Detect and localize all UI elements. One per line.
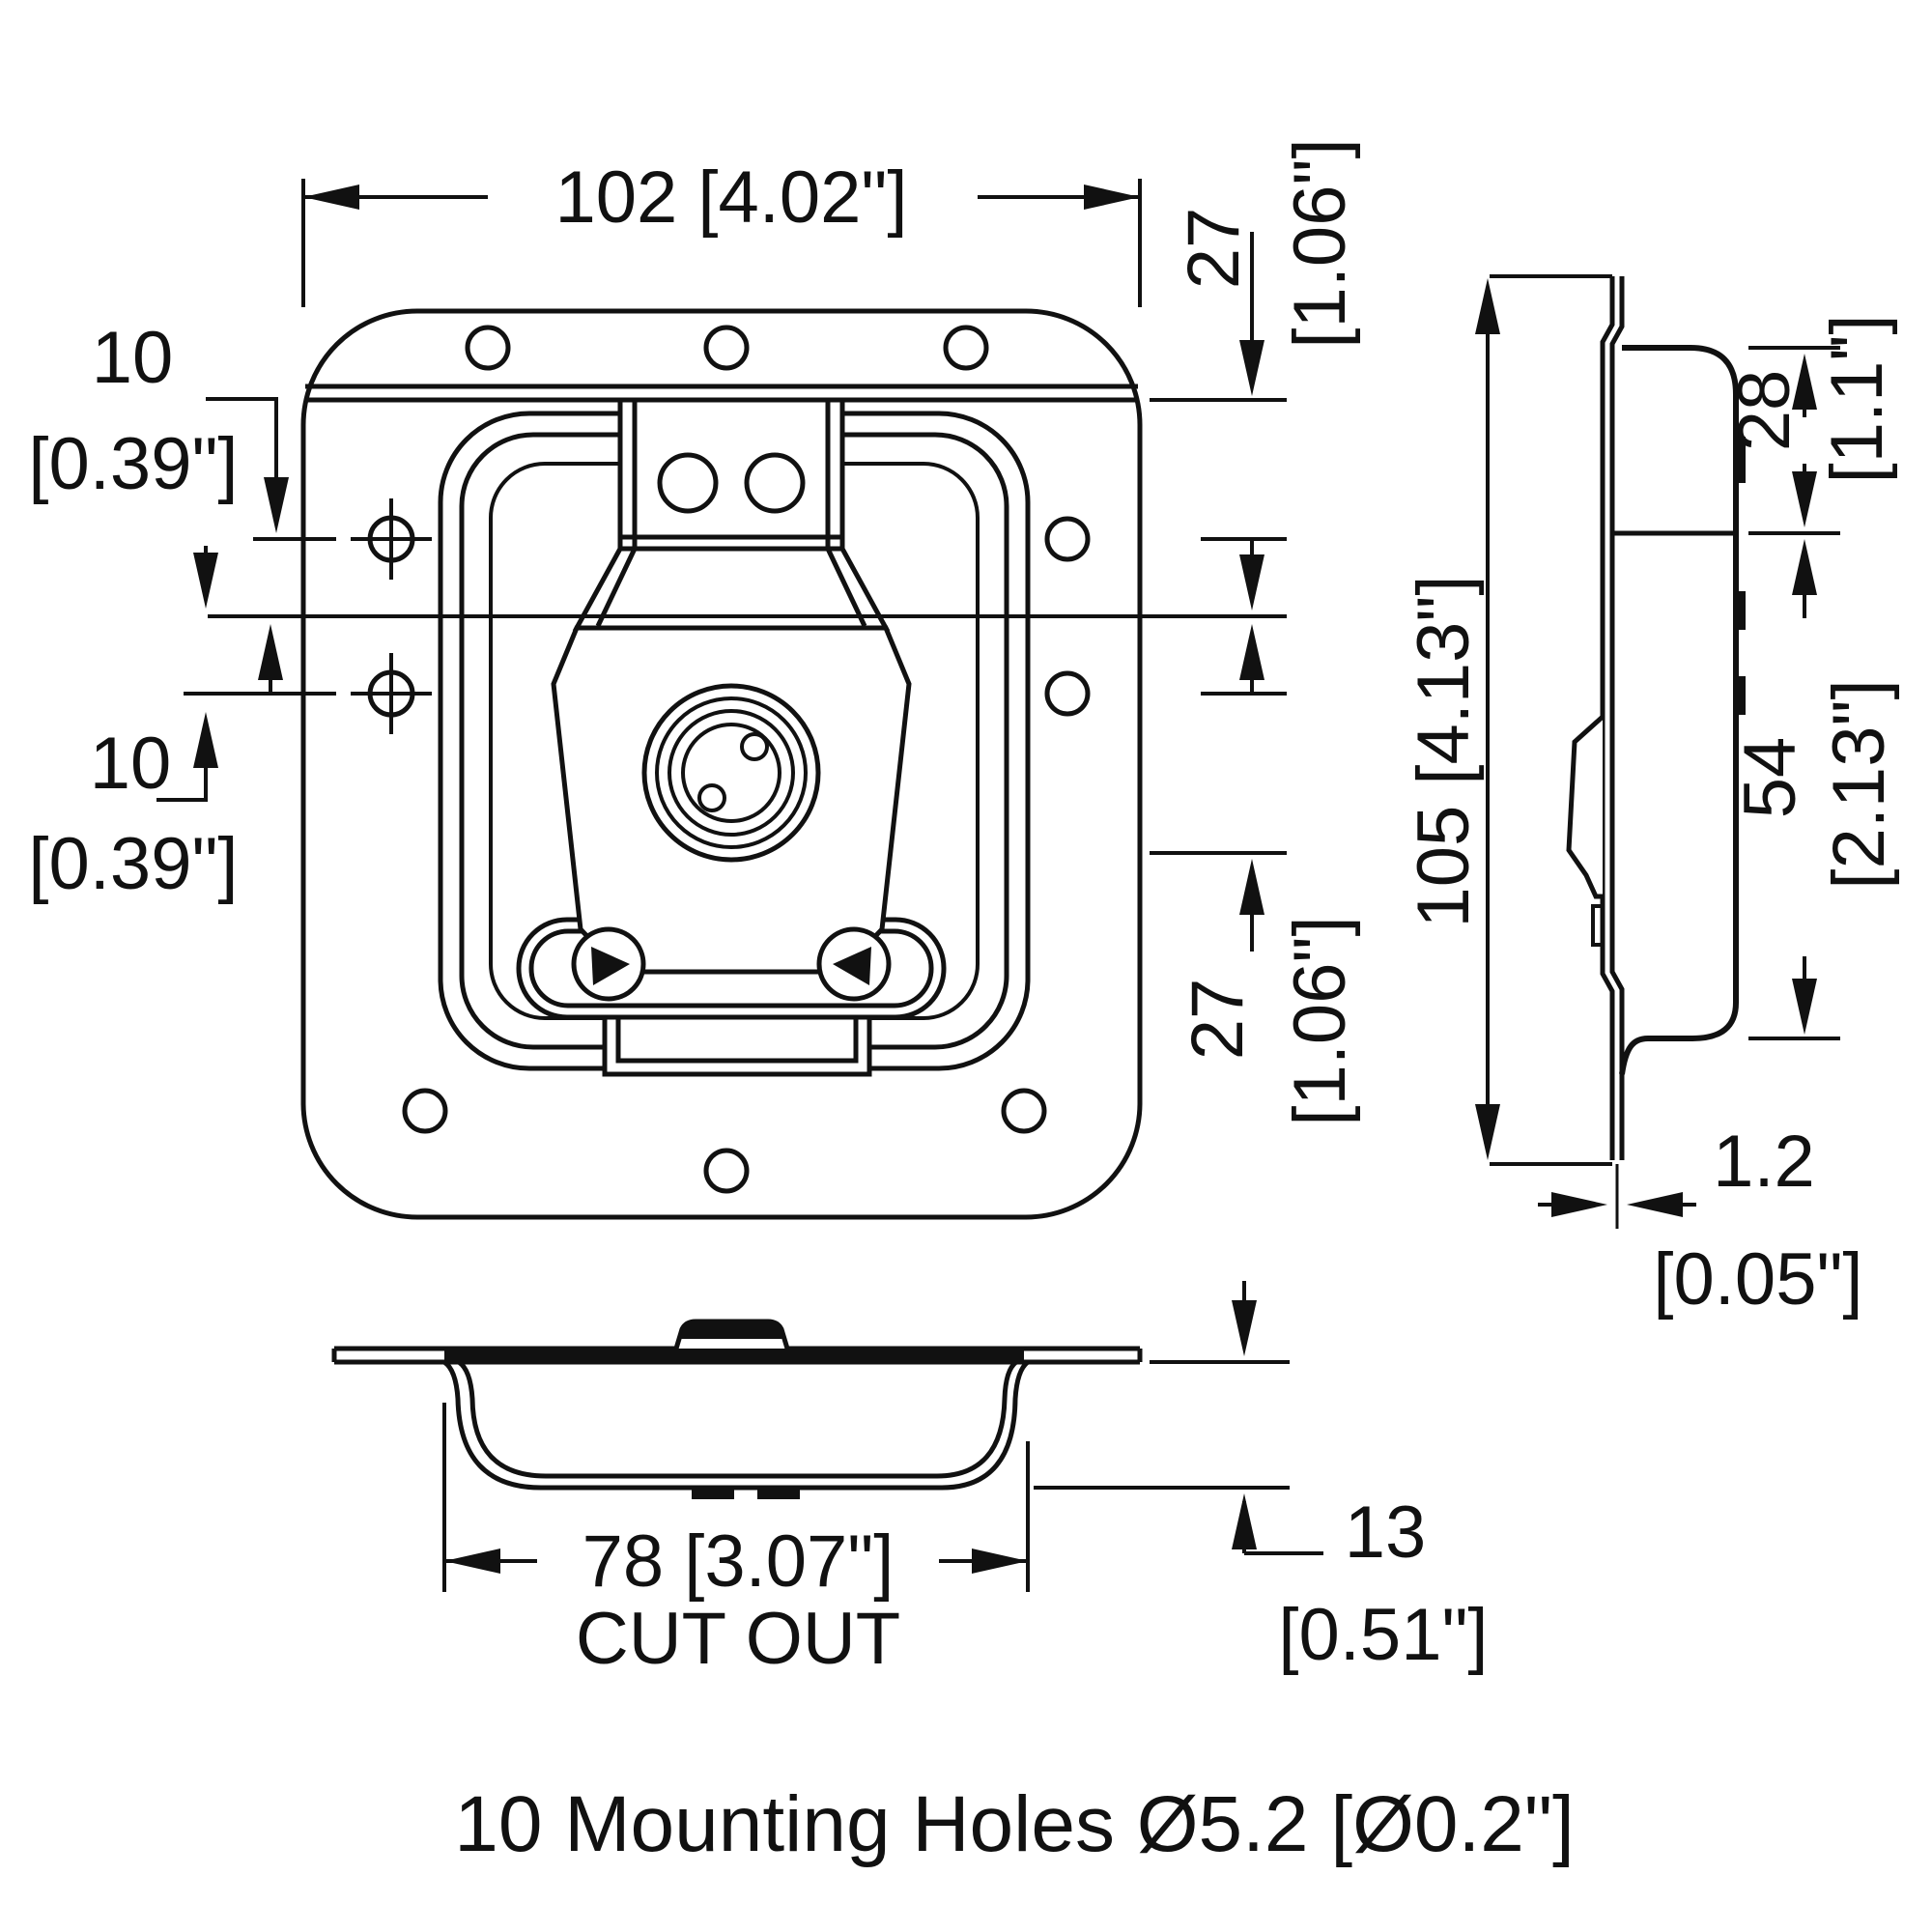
dim-10-upper [193, 397, 289, 609]
dim-27-bottom-in-label: [1.06"] [1279, 916, 1361, 1125]
plate-rim-section [444, 1349, 1024, 1362]
screw-right [816, 926, 892, 1002]
hole-left-upper [351, 498, 432, 580]
dim-10-lower-in-label: [0.39"] [28, 823, 238, 905]
dim-27-top-mm-label: 27 [1173, 208, 1255, 290]
mounting-holes [351, 325, 1091, 1194]
side-plate-right-line [1609, 276, 1625, 1160]
dim-10-upper-mm-label: 10 [92, 317, 174, 399]
rivet-right [744, 452, 806, 514]
dim-1-2 [1538, 1192, 1696, 1217]
dim-1-2-in-label: [0.05"] [1653, 1238, 1862, 1321]
dim-13-in-label: [0.51"] [1278, 1594, 1488, 1676]
bottom-dimensions [442, 1281, 1323, 1592]
hole-top-right [943, 325, 989, 371]
dim-27-top-in-label: [1.06"] [1279, 138, 1361, 348]
dim-54-in-label: [2.13"] [1818, 679, 1900, 889]
dim-10-upper-in-label: [0.39"] [28, 423, 238, 505]
caption: 10 Mounting Holes Ø5.2 [Ø0.2"] [454, 1780, 1575, 1868]
dim-28 [1748, 346, 1840, 535]
bowl-inner [457, 1359, 1018, 1479]
dim-28-in-label: [1.1"] [1816, 315, 1898, 484]
knob-hole-lower [697, 783, 726, 812]
knob-hole-upper [740, 732, 769, 761]
dim-13-mm-label: 13 [1345, 1492, 1427, 1574]
dim-width-102 [301, 179, 1142, 307]
cutout-label: CUT OUT [576, 1598, 900, 1680]
hole-bottom-center [703, 1148, 750, 1194]
hole-top-left [465, 325, 511, 371]
dim-27-bottom-mm-label: 27 [1177, 979, 1259, 1061]
dim-54 [1748, 539, 1840, 1040]
bowl-outer [442, 1359, 1030, 1491]
bottom-view [331, 1319, 1143, 1499]
screw-left [571, 926, 646, 1002]
side-wing-profile [1566, 715, 1605, 899]
side-dimensions [1475, 274, 1840, 1217]
hole-bottom-right [1001, 1088, 1047, 1134]
dim-105 [1475, 274, 1612, 1166]
hole-bottom-left [402, 1088, 448, 1134]
dim-10-lower [156, 624, 283, 802]
latch-tongue [602, 1017, 872, 1077]
dim-28-mm-label: 28 [1723, 370, 1805, 452]
dim-27-top [1150, 232, 1287, 402]
latch-knob [641, 683, 821, 863]
latch-bracket [617, 397, 845, 552]
dim-78 [442, 1403, 1030, 1592]
front-dimensions [156, 179, 1287, 952]
front-view [184, 308, 1287, 1220]
hole-top-center [703, 325, 750, 371]
labels: 102 [4.02"] 27 [1.06"] 10 [0.39"] 10 [0.… [28, 138, 1900, 1868]
dim-1-2-mm-label: 1.2 [1713, 1121, 1815, 1203]
dim-10-right-arrows [1239, 541, 1264, 692]
side-dish-outline [1619, 345, 1739, 1075]
dim-54-mm-label: 54 [1729, 737, 1811, 819]
hole-right-lower [1044, 670, 1091, 717]
hole-left-lower [351, 653, 432, 734]
rivet-left [657, 452, 719, 514]
side-view [1566, 276, 1746, 1229]
dim-27-bottom [1150, 851, 1287, 952]
dim-13 [1034, 1281, 1323, 1555]
side-plate-left-line [1600, 276, 1615, 1160]
dim-78-label: 78 [3.07"] [582, 1520, 895, 1603]
dim-width-label: 102 [4.02"] [554, 156, 907, 239]
dim-105-label: 105 [4.13"] [1403, 575, 1485, 927]
hole-right-upper [1044, 516, 1091, 562]
dim-10-lower-mm-label: 10 [90, 723, 172, 805]
latch-assembly [516, 397, 947, 1077]
front-plate-outline [300, 308, 1143, 1220]
